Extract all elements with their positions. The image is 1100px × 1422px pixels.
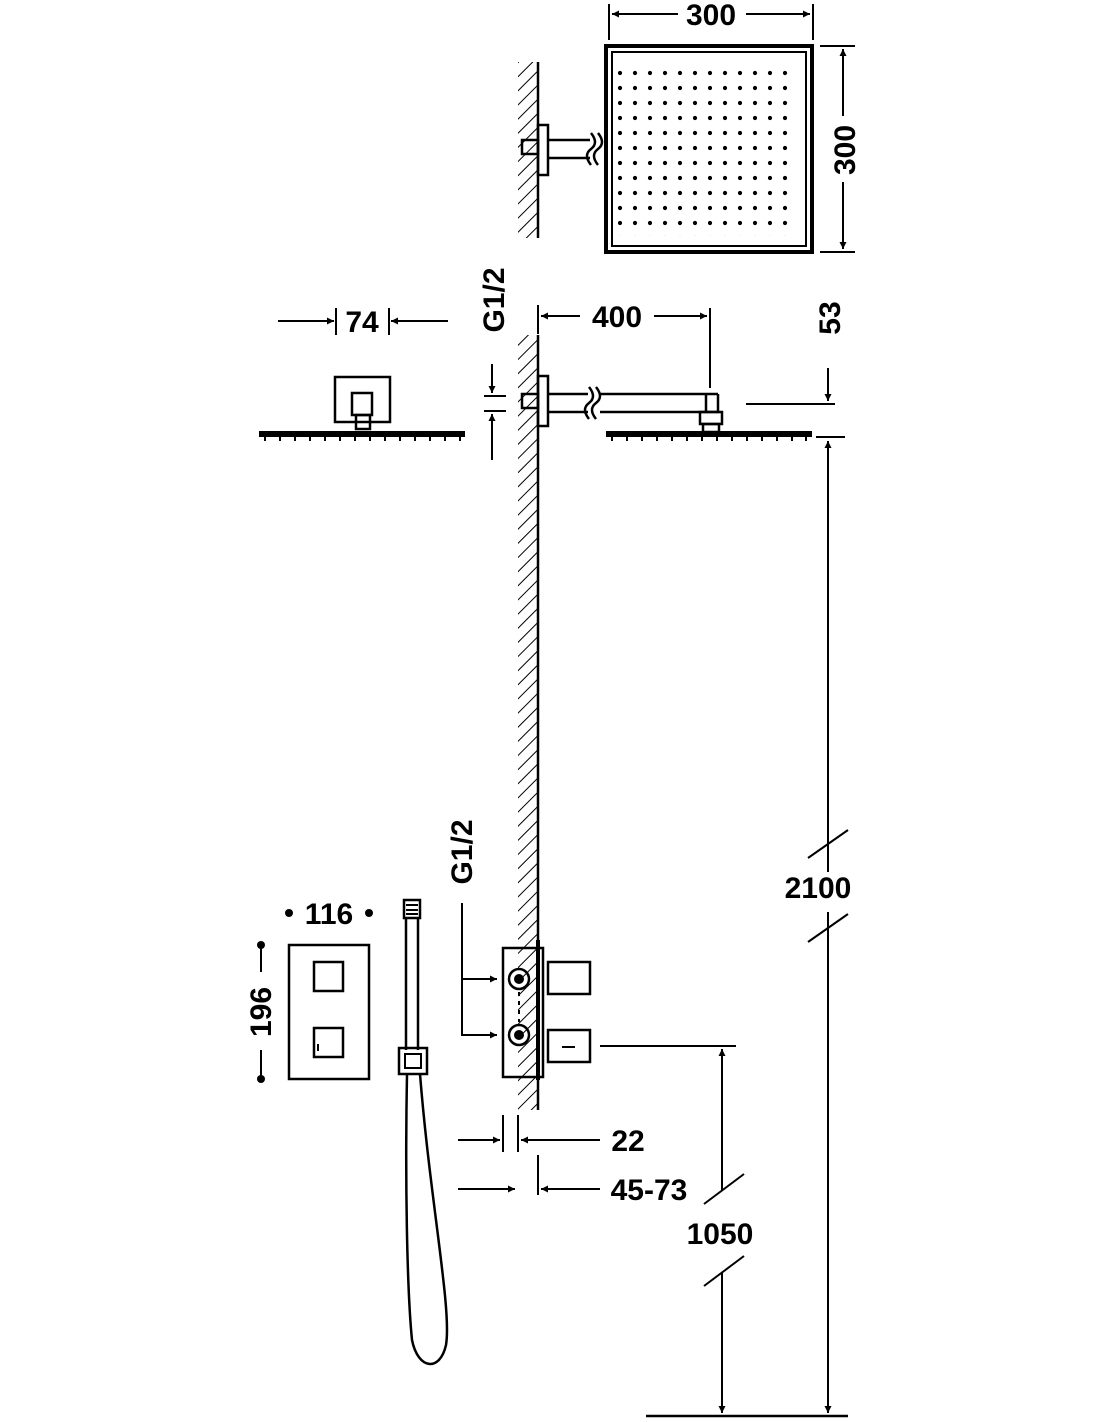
profile-joint [350,391,374,417]
label-plate-offset: 22 [611,1125,644,1158]
label-outlet-thread-top: G1/2 [478,267,511,332]
arm-elbow [698,410,724,426]
mixer-knob-bottom [312,1026,345,1059]
profile-nozzles [264,437,461,441]
dim-mixer-thread: G1/2 [446,819,497,1039]
mixer-front-view [287,943,371,1081]
head-profile-left [259,375,465,441]
head-frame-inner [611,51,807,247]
dim-head-width: 300 [608,0,814,40]
mixer-side-view [501,940,736,1080]
hand-shower [397,898,449,1366]
mixer-plate [287,943,371,1081]
profile-swivel [354,413,372,431]
dim-profile-width: 74 [278,306,448,339]
arm-nipple [520,392,540,410]
head-side-nozzles [611,437,807,441]
dim-head-depth: 53 [746,301,847,438]
label-embed-depth: 45-73 [611,1174,688,1207]
label-mixer-height: 196 [245,987,278,1037]
arm-break-1 [585,132,597,166]
dim-mixer-mount-height: 1050 [687,1049,754,1413]
label-profile-width: 74 [345,306,379,339]
label-head-width: 300 [686,0,736,32]
nozzle-grid [617,70,793,236]
label-mixer-width: 116 [305,898,353,931]
label-head-mount-height: 2100 [785,872,852,905]
hose-connector [397,1046,429,1076]
wall-flange-top [536,123,550,177]
arm-break-2 [592,132,604,166]
profile-bracket [333,375,392,424]
dim-mixer-height: 196 [245,941,278,1083]
label-mixer-thread: G1/2 [446,819,479,884]
dim-head-mount-height: 2100 [785,441,852,1413]
head-side-plate [606,431,812,437]
profile-plate [259,431,465,437]
label-arm-length: 400 [592,301,642,334]
dim-mixer-width: 116 [285,898,373,931]
hose [404,1073,449,1366]
wall-nipple-top [520,138,540,156]
mixer-body [501,946,545,1079]
mixer-knob-side-bottom [546,1028,592,1064]
arm-swivel [701,422,721,434]
head-frame-outer [604,44,814,254]
label-head-depth: 53 [814,301,847,334]
head-side-view [520,374,812,441]
dim-embed-depth: 45-73 [458,1155,687,1207]
shower-head-front [604,44,814,254]
label-mixer-mount-height: 1050 [687,1218,754,1251]
dim-outlet-thread-top: G1/2 [478,267,511,460]
mixer-knob-top [312,960,345,993]
dim-arm-length: 400 [537,301,711,388]
hand-shower-head [402,898,422,920]
wall-hatch-top [518,62,538,238]
dim-head-height: 300 [820,45,862,253]
mixer-knob-side-top [546,960,592,996]
top-wall-view [518,62,604,238]
arm-flange [536,374,550,428]
dim-plate-offset: 22 [458,1115,645,1158]
wall-hatch-main [518,335,538,1110]
label-head-height: 300 [829,125,862,175]
main-wall [518,335,540,1110]
